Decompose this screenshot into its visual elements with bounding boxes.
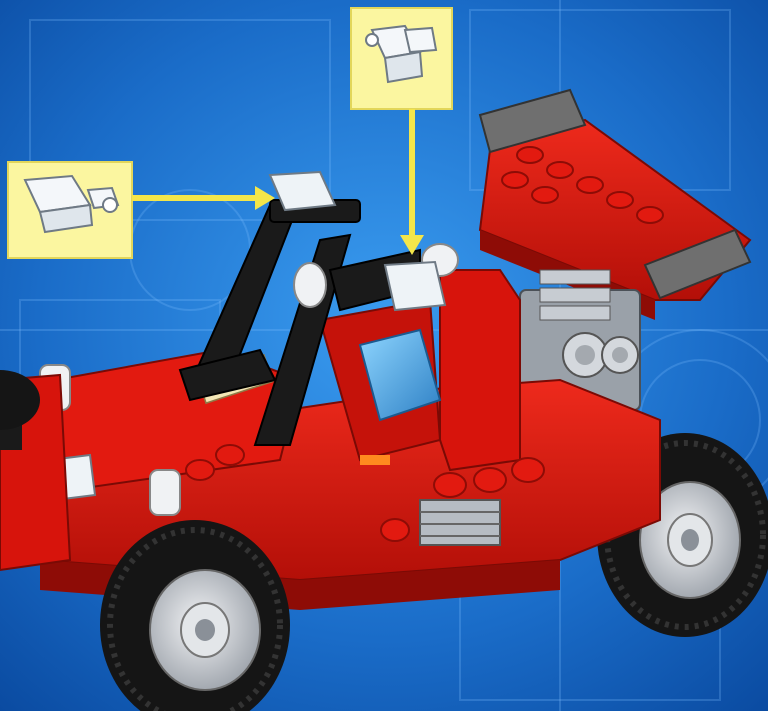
front-nose: [0, 370, 70, 570]
side-grille: [420, 500, 500, 545]
